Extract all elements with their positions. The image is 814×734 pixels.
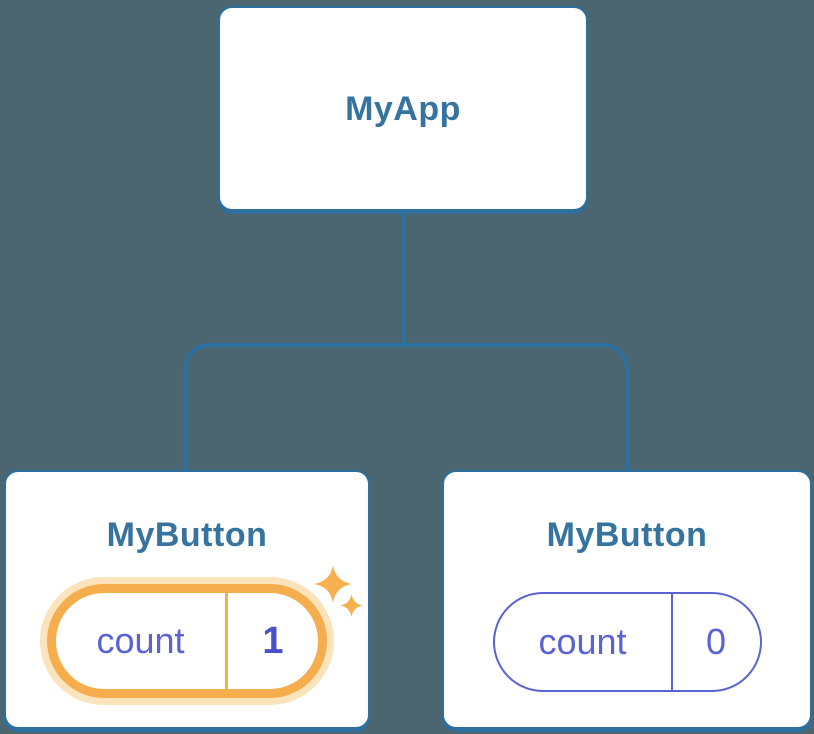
node-label: MyButton [546,516,708,554]
component-node-myapp: MyApp [218,6,588,211]
state-name: count [96,620,185,661]
state-value: 0 [705,621,727,662]
tree-connector-stem [401,211,405,347]
state-value-cell: 1 [228,593,318,689]
state-name-cell: count [495,594,673,690]
component-node-mybutton-1: MyButton count 1 [4,470,370,729]
component-node-mybutton-2: MyButton count 0 [442,470,812,729]
sparkle-small-icon [340,594,363,617]
node-label: MyButton [106,516,268,554]
state-value-cell: 0 [673,594,760,690]
state-pill: count 0 [492,592,762,692]
state-pill-highlighted: count 1 [47,584,327,698]
state-name: count [538,621,627,662]
state-pill-glow: count 1 [40,577,334,705]
state-name-cell: count [56,593,228,689]
tree-connector-branch [183,343,629,474]
sparkle-large-icon [314,565,352,603]
state-value: 1 [262,620,284,662]
node-label: MyApp [345,89,461,128]
